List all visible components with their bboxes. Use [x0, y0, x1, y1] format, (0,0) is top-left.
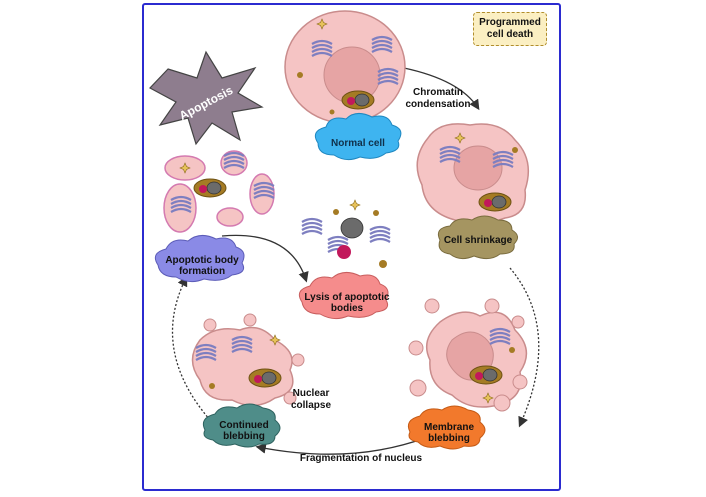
arrow-continued-to-body: [171, 275, 211, 421]
cell-shrinkage-label: Cell shrinkage: [443, 235, 513, 246]
lysed-contents: [300, 199, 392, 268]
cloud-membrane-blebbing: [407, 405, 486, 450]
continued-blebbing-cell: [191, 313, 305, 407]
lysis-label: Lysis of apoptotic bodies: [304, 292, 390, 314]
apoptotic-bodies: [163, 150, 276, 233]
arrow-blebbing-to-continued: [255, 437, 426, 455]
apoptosis-burst: [149, 50, 264, 146]
cloud-apoptotic-body: [154, 235, 245, 283]
cloud-lysis: [298, 272, 389, 320]
fragmentation-of-nucleus-label: Fragmentation of nucleus: [299, 453, 423, 464]
arrow-body-to-lysis: [221, 234, 309, 283]
continued-blebbing-label: Continued blebbing: [219, 420, 269, 442]
normal-cell: [284, 10, 406, 124]
shrinking-cell: [416, 123, 530, 225]
programmed-cell-death-label: Programmed cell death: [479, 17, 541, 40]
programmed-cell-death-box: Programmed cell death: [473, 12, 547, 46]
cloud-cell-shrinkage: [437, 215, 518, 260]
cloud-continued-blebbing: [202, 403, 281, 448]
cloud-normal-cell: [314, 113, 402, 161]
nuclear-collapse-label: Nuclear collapse: [290, 388, 332, 411]
membrane-blebbing-label: Membrane blebbing: [423, 422, 474, 444]
apoptotic-body-formation-label: Apoptotic body formation: [165, 255, 239, 277]
normal-cell-label: Normal cell: [331, 138, 385, 149]
chromatin-condensation-label: Chromatin condensation: [405, 87, 471, 110]
arrow-shrinkage-to-blebbing: [509, 267, 540, 428]
blebbing-cell: [408, 298, 528, 412]
arrow-normal-to-shrinkage: [403, 67, 480, 111]
